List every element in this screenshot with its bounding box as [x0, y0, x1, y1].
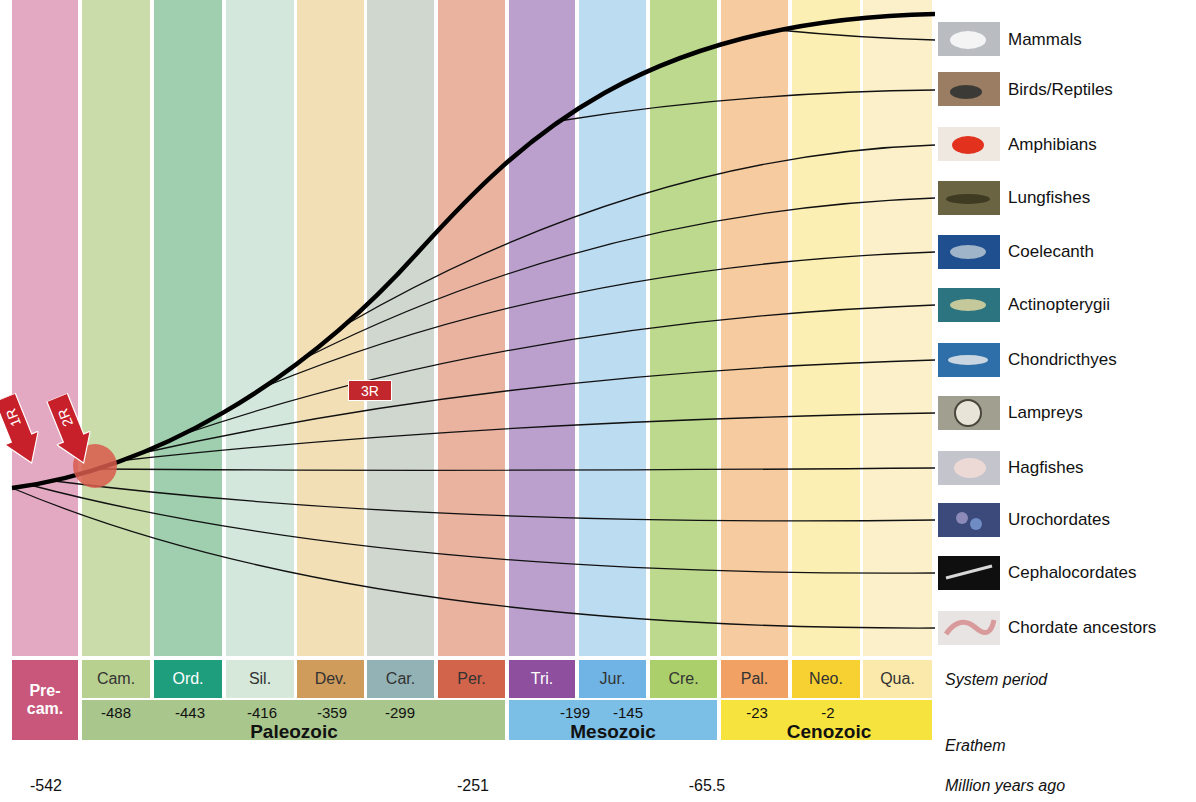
era-box: -23 -2Cenozoic [721, 700, 932, 740]
age-number: -65.5 [689, 777, 725, 795]
age-number: -251 [457, 777, 489, 795]
period-name: Tri. [531, 670, 554, 688]
period-name: Per. [457, 670, 485, 688]
age-number: -145 [613, 704, 643, 721]
age-number: -23 [746, 704, 768, 721]
period-box: Pal. [721, 660, 788, 698]
period-name: Pre-cam. [19, 682, 71, 719]
period-box: Per. [438, 660, 505, 698]
era-box: -488 -443 -416 -359 -299Paleozoic [82, 700, 505, 740]
age-number: -359 [317, 704, 347, 721]
taxon-name: Birds/Reptiles [1008, 80, 1113, 100]
period-box: Ord. [154, 660, 222, 698]
period-name: Pal. [741, 670, 769, 688]
period-box: Car. [367, 660, 434, 698]
period-columns [12, 0, 932, 656]
period-box: Tri. [509, 660, 575, 698]
era-name: Cenozoic [787, 721, 871, 743]
period-name: Neo. [809, 670, 843, 688]
taxon-name: Chondricthyes [1008, 350, 1117, 370]
axis-title: Million years ago [945, 777, 1065, 795]
age-number: -542 [30, 777, 62, 795]
period-name: Sil. [249, 670, 271, 688]
taxon-name: Cephalocordates [1008, 563, 1137, 583]
period-name: Car. [386, 670, 415, 688]
period-box: Sil. [226, 660, 294, 698]
duplication-tag: 3R [348, 380, 392, 401]
taxon-name: Mammals [1008, 30, 1082, 50]
era-name: Paleozoic [250, 721, 338, 743]
arrow-outline [0, 390, 48, 469]
lineage-lines [12, 30, 935, 628]
age-number: -2 [821, 704, 834, 721]
taxon-name: Actinopterygii [1008, 295, 1110, 315]
axis-title: System period [945, 671, 1047, 689]
period-box: Qua. [863, 660, 932, 698]
age-number: -443 [175, 704, 205, 721]
age-number: -416 [247, 704, 277, 721]
arrow-outline [40, 390, 100, 469]
period-name: Dev. [315, 670, 347, 688]
period-box: Jur. [579, 660, 646, 698]
period-name: Ord. [172, 670, 203, 688]
duplication-label: 3R [361, 383, 379, 399]
era-box: -199 -145Mesozoic [509, 700, 717, 740]
period-box: Neo. [792, 660, 860, 698]
main-lineage-curve [12, 14, 935, 488]
taxon-name: Coelecanth [1008, 242, 1094, 262]
taxon-name: Chordate ancestors [1008, 618, 1156, 638]
period-box: Cam. [82, 660, 150, 698]
taxon-name: Amphibians [1008, 135, 1097, 155]
taxon-name: Lungfishes [1008, 188, 1090, 208]
axis-title: Erathem [945, 737, 1005, 755]
precambrian-box: Pre-cam. [12, 660, 78, 740]
taxon-name: Urochordates [1008, 510, 1110, 530]
period-name: Cam. [97, 670, 135, 688]
period-name: Qua. [880, 670, 915, 688]
taxon-photos [938, 22, 1000, 645]
era-name: Mesozoic [570, 721, 656, 743]
age-number: -299 [385, 704, 415, 721]
period-box: Dev. [297, 660, 364, 698]
period-box: Cre. [650, 660, 717, 698]
period-name: Cre. [668, 670, 698, 688]
period-name: Jur. [600, 670, 626, 688]
taxon-name: Lampreys [1008, 403, 1083, 423]
age-number: -488 [101, 704, 131, 721]
taxon-name: Hagfishes [1008, 458, 1084, 478]
age-number: -199 [560, 704, 590, 721]
